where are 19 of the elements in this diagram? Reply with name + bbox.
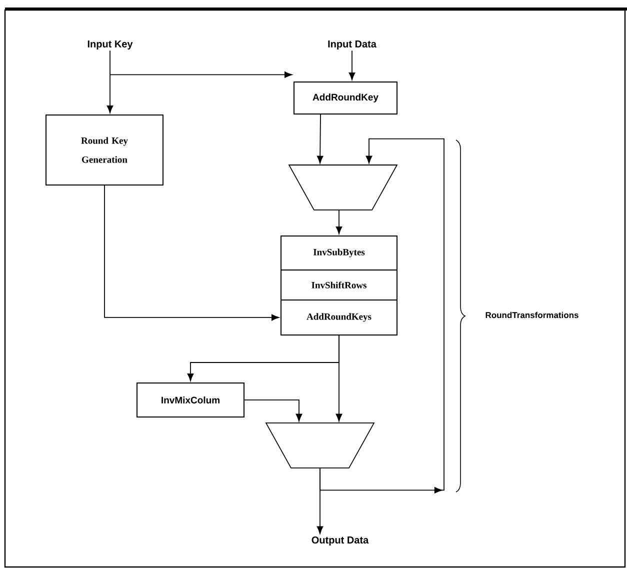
arrow [110,72,292,78]
process-box: InvShiftRows [280,270,398,300]
group-label: RoundTransformations [486,312,578,318]
process-box: InvSubBytes [280,235,398,270]
arrow [336,335,342,422]
arrow [316,114,324,164]
process-box: AddRoundKey [294,82,398,114]
process-box: AddRoundKeys [280,299,398,336]
arrow [348,50,356,80]
process-box: Round Key Generation [46,114,164,186]
process-box: InvMixColum [136,382,244,418]
arrow [244,400,302,422]
arrow [320,138,444,494]
arrow [104,185,280,321]
terminal-label: Input Data [328,40,376,50]
terminal-label: Input Key [88,40,133,50]
arrow [106,50,114,114]
terminal-label: Output Data [312,536,369,546]
arrow [336,210,342,234]
